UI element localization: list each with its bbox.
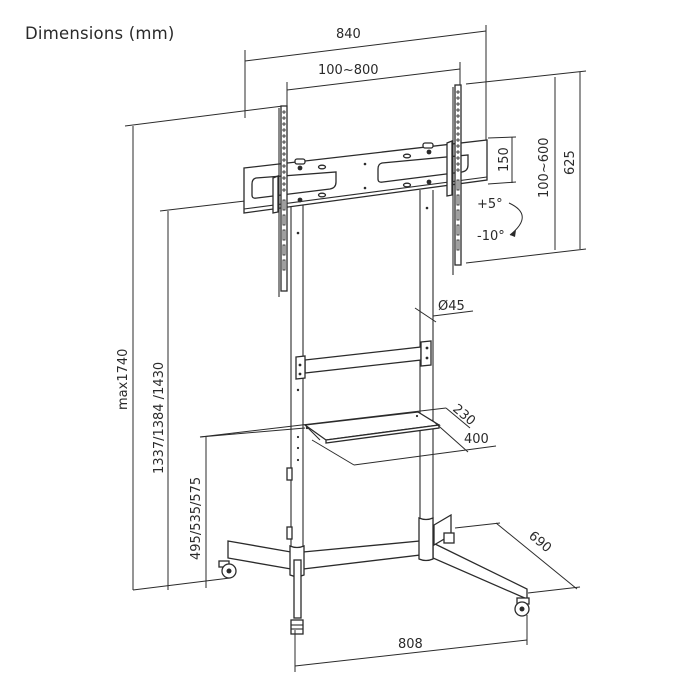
label-mount-heights: 1337/1384 /1430 <box>152 362 167 474</box>
diagram-title: Dimensions (mm) <box>25 24 175 43</box>
caster-front <box>290 619 304 635</box>
label-400: 400 <box>464 432 489 447</box>
label-625: 625 <box>563 150 578 175</box>
label-100-600: 100~600 <box>537 137 552 198</box>
right-vertical-arm <box>446 84 462 275</box>
label-100-800: 100~800 <box>318 63 379 78</box>
label-150: 150 <box>497 147 512 172</box>
label-max1740: max1740 <box>116 349 131 410</box>
caster-back <box>443 532 455 544</box>
label-45: Ø45 <box>438 299 465 314</box>
label-840: 840 <box>336 27 361 42</box>
dimension-pole-diameter: Ø45 <box>414 299 474 323</box>
curved-arrow-icon <box>508 202 523 236</box>
dimension-max1740: max1740 <box>116 105 284 591</box>
label-808: 808 <box>398 637 423 652</box>
tilt-indicator: +5° -10° <box>477 197 523 244</box>
label-690: 690 <box>525 529 554 556</box>
dimension-100-800: 100~800 <box>286 62 461 110</box>
dimension-840: 840 <box>244 25 487 145</box>
dimension-right-stack: 150 100~600 625 <box>465 70 587 264</box>
dimension-808: 808 <box>294 615 528 672</box>
dimension-495-535-575: 495/535/575 <box>189 427 306 588</box>
left-vertical-arm <box>272 105 288 297</box>
caster-right <box>514 597 530 617</box>
label-shelf-heights: 495/535/575 <box>189 477 204 560</box>
casters <box>218 532 530 635</box>
label-tilt-down: -10° <box>477 229 505 244</box>
base-frame <box>227 513 528 619</box>
caster-left <box>218 560 237 579</box>
right-pole <box>419 190 434 555</box>
label-tilt-up: +5° <box>477 197 503 212</box>
dimension-1337-1384-1430: 1337/1384 /1430 <box>152 200 246 590</box>
left-pole <box>286 195 304 575</box>
dimension-690: 690 <box>454 522 581 594</box>
shelf <box>303 411 441 444</box>
middle-crossbar <box>295 340 432 380</box>
label-230: 230 <box>449 402 478 429</box>
